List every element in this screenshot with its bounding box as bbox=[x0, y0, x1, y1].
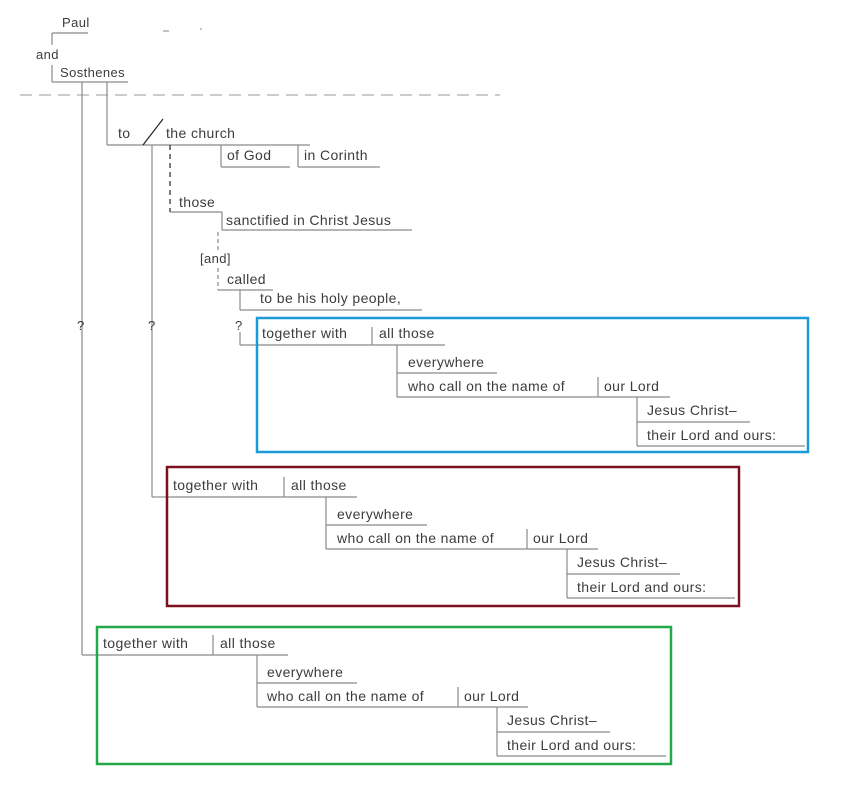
word-jesus-christ: Jesus Christ– bbox=[577, 554, 667, 570]
word-their-lord: their Lord and ours: bbox=[577, 579, 706, 595]
sender-sosthenes: Sosthenes bbox=[60, 65, 125, 80]
word-and-bracket: [and] bbox=[200, 251, 231, 266]
word-their-lord: their Lord and ours: bbox=[507, 737, 636, 753]
word-in-corinth: in Corinth bbox=[304, 147, 368, 163]
word-our-lord: our Lord bbox=[604, 378, 659, 394]
phrase-middle: together with all those everywhere who c… bbox=[168, 477, 735, 599]
phrase-inner: together with all those everywhere who c… bbox=[258, 325, 805, 447]
word-their-lord: their Lord and ours: bbox=[647, 427, 776, 443]
highlight-box-blue bbox=[255, 316, 810, 454]
word-everywhere: everywhere bbox=[337, 506, 413, 522]
word-who-call: who call on the name of bbox=[266, 688, 424, 704]
sender-paul: Paul bbox=[62, 15, 90, 30]
word-everywhere: everywhere bbox=[408, 354, 484, 370]
word-to: to bbox=[118, 125, 130, 141]
word-who-call: who call on the name of bbox=[407, 378, 565, 394]
slash-to bbox=[142, 118, 164, 146]
question-mark: ? bbox=[77, 318, 85, 333]
word-jesus-christ: Jesus Christ– bbox=[507, 712, 597, 728]
question-mark: ? bbox=[235, 318, 243, 333]
word-the-church: the church bbox=[166, 125, 235, 141]
word-together-with: together with bbox=[103, 635, 188, 651]
word-sanctified: sanctified in Christ Jesus bbox=[226, 212, 391, 228]
word-those: those bbox=[179, 194, 215, 210]
word-holy-people: to be his holy people, bbox=[260, 290, 401, 306]
word-all-those: all those bbox=[220, 635, 276, 651]
highlight-box-green bbox=[95, 625, 673, 766]
word-who-call: who call on the name of bbox=[336, 530, 494, 546]
word-called: called bbox=[227, 271, 266, 287]
word-together-with: together with bbox=[173, 477, 258, 493]
word-our-lord: our Lord bbox=[464, 688, 519, 704]
word-jesus-christ: Jesus Christ– bbox=[647, 402, 737, 418]
highlight-box-red bbox=[165, 465, 741, 608]
word-of-god: of God bbox=[227, 147, 271, 163]
word-all-those: all those bbox=[379, 325, 435, 341]
word-together-with: together with bbox=[262, 325, 347, 341]
conjunction-and: and bbox=[36, 47, 59, 62]
word-everywhere: everywhere bbox=[267, 664, 343, 680]
word-our-lord: our Lord bbox=[533, 530, 588, 546]
word-all-those: all those bbox=[291, 477, 347, 493]
question-mark: ? bbox=[148, 318, 156, 333]
phrase-outer: together with all those everywhere who c… bbox=[100, 635, 666, 757]
